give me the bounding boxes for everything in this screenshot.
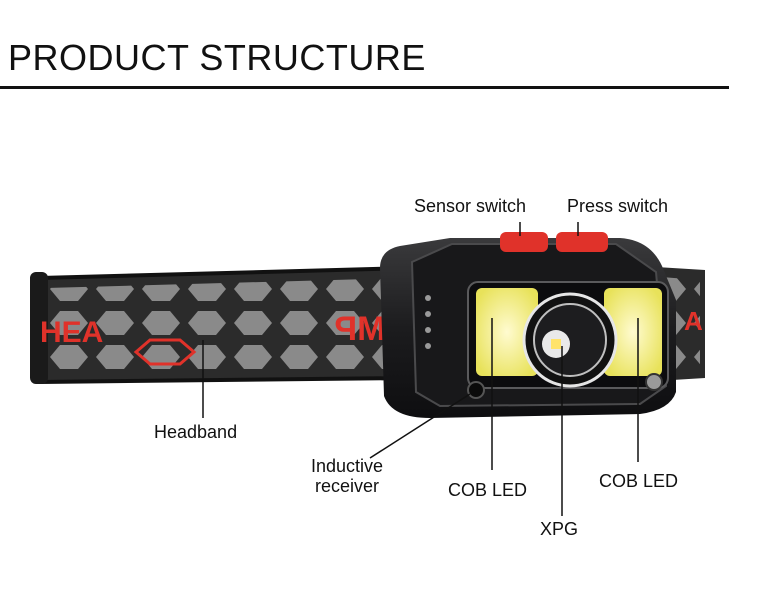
inductive-receiver-sensor (467, 381, 485, 399)
headband-red-diamond (133, 338, 197, 366)
label-inductive-receiver: Inductive receiver (306, 456, 388, 496)
label-cob-led-left: COB LED (448, 480, 528, 500)
label-cob-led-right: COB LED (599, 471, 679, 491)
xpg-led (522, 292, 618, 388)
label-inductive-receiver-line2: receiver (314, 476, 380, 496)
sensor-switch-button[interactable] (500, 232, 548, 252)
label-press-switch: Press switch (567, 196, 669, 216)
svg-text:A: A (684, 306, 703, 336)
headband-brand-text-left: HEA (40, 316, 103, 349)
label-xpg: XPG (540, 519, 579, 539)
title-underline (0, 86, 729, 89)
press-switch-button[interactable] (556, 232, 608, 252)
label-headband: Headband (154, 422, 238, 442)
right-side-sensor (645, 373, 663, 391)
page-title: PRODUCT STRUCTURE (8, 37, 426, 78)
cob-led-right (604, 288, 662, 376)
label-sensor-switch: Sensor switch (414, 196, 527, 216)
callout-line-inductive-receiver (369, 393, 471, 459)
label-inductive-receiver-line1: Inductive (310, 456, 384, 476)
